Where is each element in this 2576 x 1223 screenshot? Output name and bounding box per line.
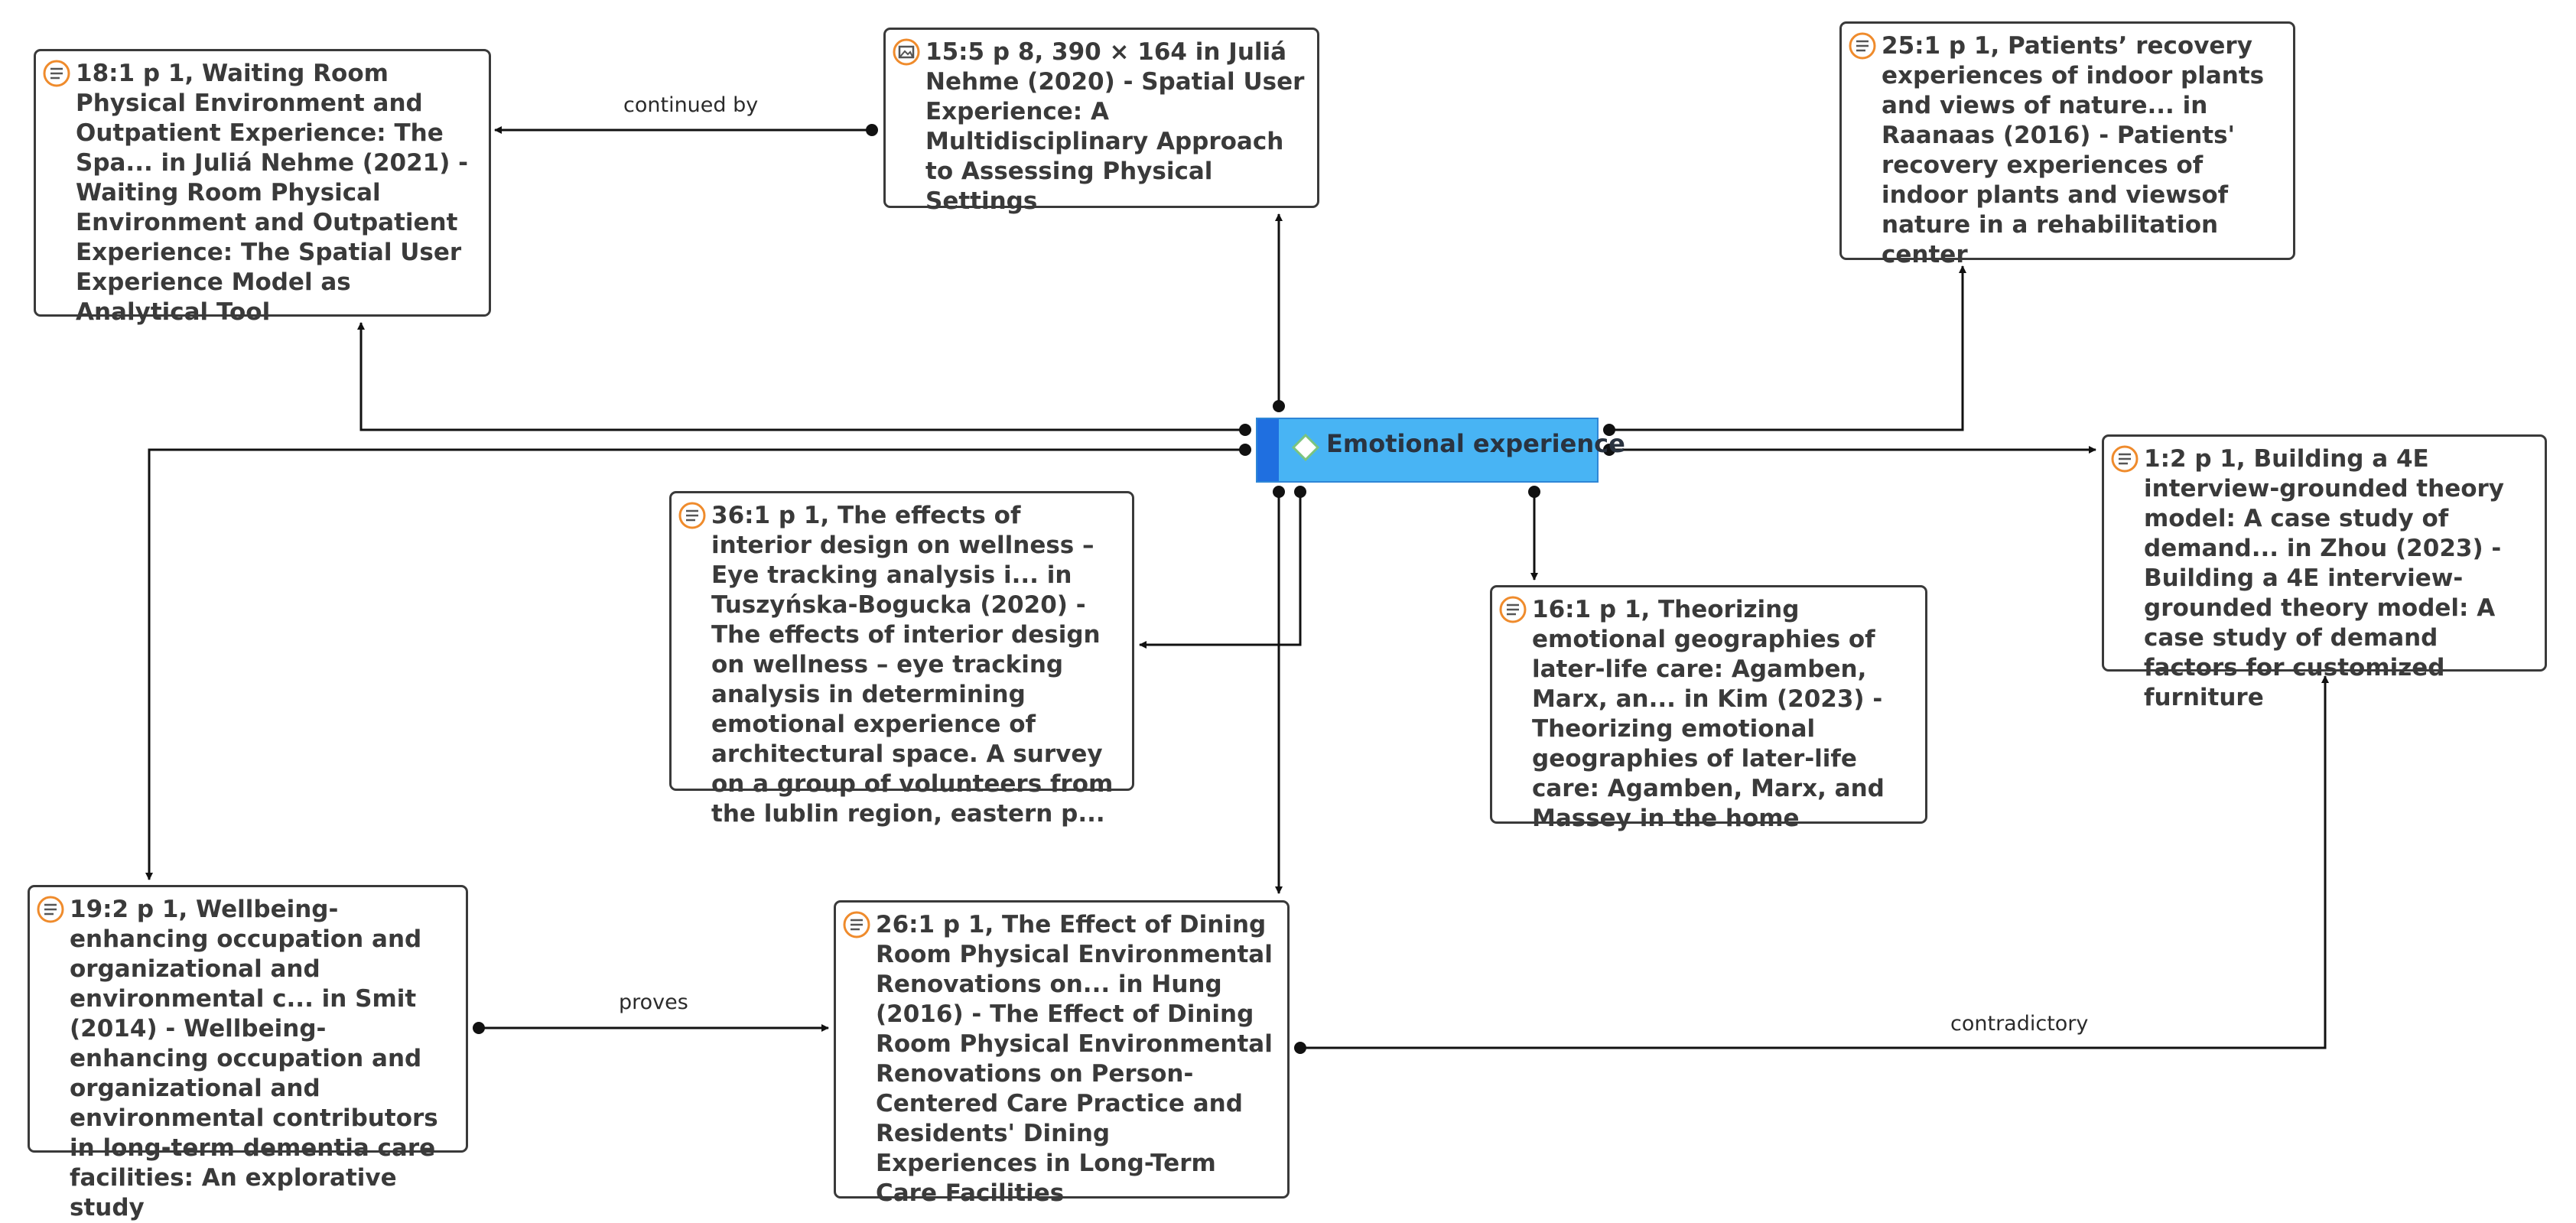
quotation-text: 18:1 p 1, Waiting Room Physical Environm… [76,60,469,326]
edge-code-to-q25 [1609,265,1966,431]
quotation-node-19[interactable]: 19:2 p 1, Wellbeing-enhancing occupation… [28,885,468,1221]
text-quotation-icon [1499,596,1527,623]
relation-label-continued-by: continued by [623,93,759,117]
edge-dot [1294,486,1306,498]
text-quotation-icon [2111,445,2139,473]
code-color-bar [1257,419,1279,481]
image-quotation-icon [893,38,920,66]
text-quotation-icon [843,911,870,938]
quotation-text: 19:2 p 1, Wellbeing-enhancing occupation… [70,896,438,1221]
code-node-emotional-experience[interactable]: Emotional experience [1256,418,1625,483]
quotation-text: 25:1 p 1, Patients’ recovery experiences… [1882,32,2265,268]
edge-q26-to-q1 [1300,675,2329,1049]
edge-code-to-q19 [145,448,1245,880]
relation-label-proves: proves [619,990,688,1014]
text-quotation-icon [37,896,64,923]
quotation-text: 15:5 p 8, 390 × 164 in Juliá Nehme (2020… [925,38,1305,215]
quotation-text: 16:1 p 1, Theorizing emotional geographi… [1532,596,1885,832]
quotation-node-16[interactable]: 16:1 p 1, Theorizing emotional geographi… [1490,585,1927,832]
quotation-node-36[interactable]: 36:1 p 1, The effects of interior design… [669,491,1134,828]
quotation-text: 1:2 p 1, Building a 4E interview-grounde… [2144,445,2505,711]
edge-dot [1239,424,1251,436]
edge-dot [1603,424,1615,436]
edge-dot [473,1022,485,1034]
quotation-text: 36:1 p 1, The effects of interior design… [711,502,1114,828]
edge-dot [1528,486,1540,498]
edge-dot [1239,444,1251,456]
text-quotation-icon [43,60,70,87]
quotation-node-18[interactable]: 18:1 p 1, Waiting Room Physical Environm… [34,49,491,326]
edge-dot [1294,1042,1306,1054]
edge-dot [866,124,878,136]
relation-label-contradictory: contradictory [1950,1012,2089,1036]
code-label: Emotional experience [1326,429,1625,458]
edge-code-to-q36 [1139,492,1302,649]
edge-code-to-q18 [357,322,1245,431]
edge-dot [1603,444,1615,456]
edge-dot [1273,486,1285,498]
code-diamond-icon [1291,433,1320,462]
text-quotation-icon [1849,32,1876,60]
quotation-node-25[interactable]: 25:1 p 1, Patients’ recovery experiences… [1839,21,2295,268]
quotation-node-26[interactable]: 26:1 p 1, The Effect of Dining Room Phys… [834,900,1290,1207]
quotation-text: 26:1 p 1, The Effect of Dining Room Phys… [876,911,1273,1207]
text-quotation-icon [678,502,706,529]
quotation-node-15[interactable]: 15:5 p 8, 390 × 164 in Juliá Nehme (2020… [883,28,1319,215]
edge-dot [1273,400,1285,412]
quotation-node-1[interactable]: 1:2 p 1, Building a 4E interview-grounde… [2102,434,2547,711]
